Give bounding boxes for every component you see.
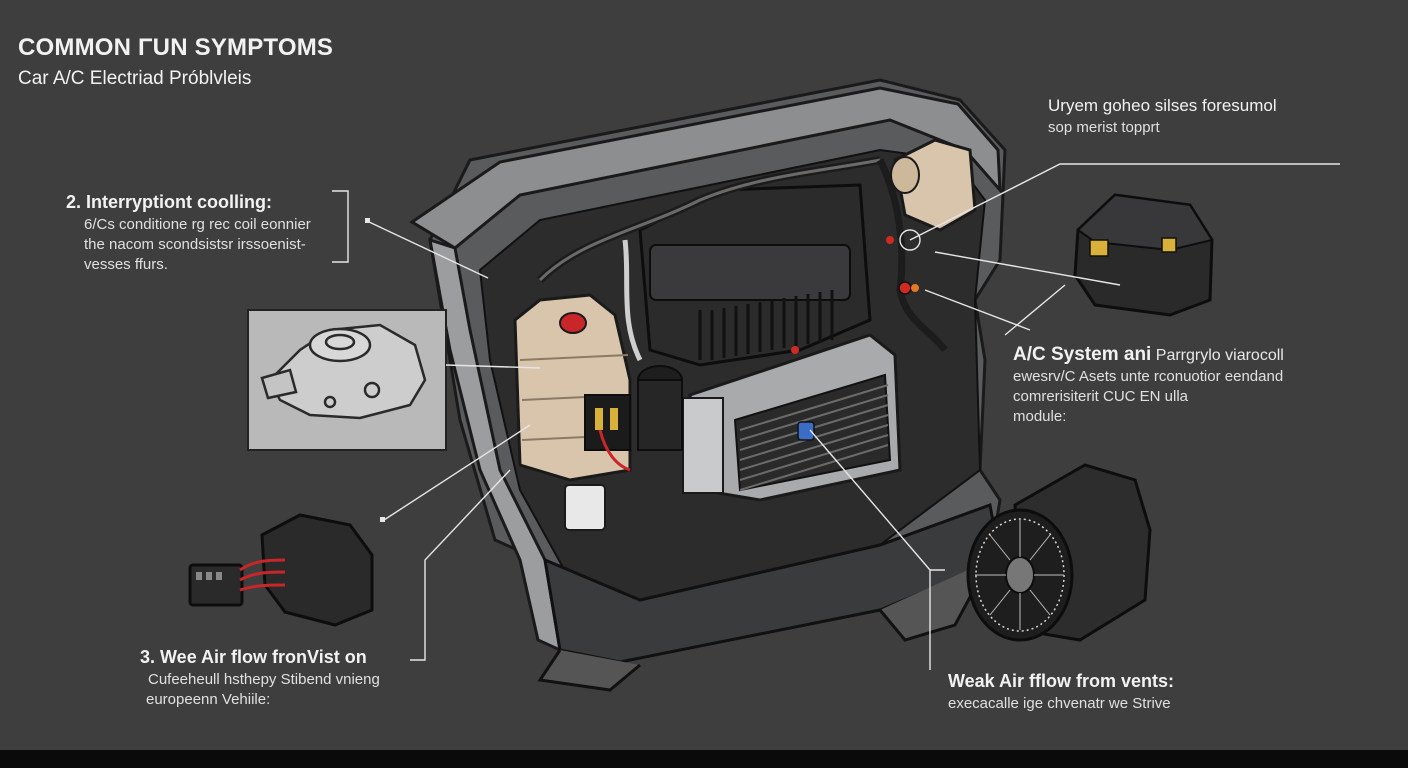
- callout-text: the nacom scondsistsr irssoenist-: [84, 236, 306, 253]
- diagram-illustration: [188, 78, 1340, 692]
- callout-text: module:: [1013, 408, 1067, 425]
- callout-marker: [380, 517, 385, 522]
- callout-heading: Weak Air fflow from vents:: [948, 671, 1175, 691]
- blower-motor-fan-icon: [966, 463, 1152, 642]
- callout-text: sop merist topprt: [1048, 119, 1160, 136]
- wire-connector-icon: [188, 513, 374, 627]
- callout-heading: Uryem goheo silses foresumol: [1048, 96, 1277, 115]
- page-title: COMMON ΓUN SYMPTOMS: [18, 34, 334, 61]
- callout-marker: [899, 229, 921, 251]
- callout-heading: 3. Wee Air flow fronVist on: [140, 647, 367, 667]
- relay-module-icon: [1073, 193, 1214, 317]
- inset-panel: [247, 309, 447, 451]
- callout-text: vesses ffurs.: [84, 256, 168, 273]
- callout-marker: [911, 284, 919, 292]
- callout-text: Cufeeheull hsthepy Stibend vnieng: [148, 671, 380, 688]
- callout-text: comrerisiterit CUC EN ulla: [1013, 388, 1189, 405]
- callout-text: ewesrv/C Asets unte rconuotior eendand: [1013, 368, 1284, 385]
- callout-heading-row: A/C System ani Parrgrylo viarocoll: [1013, 344, 1284, 366]
- callout-marker: [365, 218, 370, 223]
- blower-housing-icon: [260, 323, 427, 420]
- bottom-bar: [0, 750, 1408, 768]
- callout-heading-rest: Parrgrylo viarocoll: [1155, 347, 1284, 364]
- hvac-unit-illustration: [409, 78, 1007, 692]
- callout-text: 6/Cs conditione rg rec coil eonnier: [84, 216, 311, 233]
- callout-heading: 2. Interryptiont coolling:: [66, 192, 272, 212]
- callout-text: europeenn Vehiile:: [146, 691, 271, 708]
- callout-heading: A/C System ani: [1013, 344, 1152, 365]
- page-subtitle: Car A/C Electrіad Próblvleis: [18, 68, 252, 89]
- callout-text: execacalle ige chvenatr we Strive: [948, 695, 1171, 712]
- leader-lines: [332, 163, 1340, 670]
